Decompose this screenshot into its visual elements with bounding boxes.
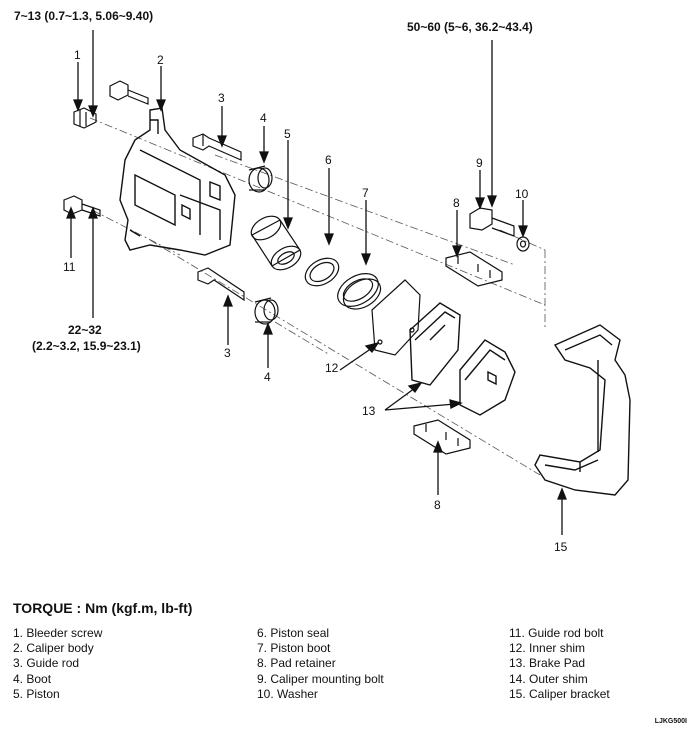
legend-item: 9. Caliper mounting bolt xyxy=(257,671,384,686)
guide-rod-lower xyxy=(197,267,245,302)
callout-10: 10 xyxy=(515,187,529,201)
piston xyxy=(250,215,302,271)
legend-item: 11. Guide rod bolt xyxy=(509,626,604,640)
torque-spec-guide-rod-bolt-nm: 22~32 xyxy=(68,323,102,337)
caliper-bolt-upper xyxy=(109,80,149,105)
washer xyxy=(516,236,530,252)
callout-8-lower: 8 xyxy=(434,498,441,512)
legend-item: 15. Caliper bracket xyxy=(509,686,610,701)
torque-spec-mounting-bolt: 50~60 (5~6, 36.2~43.4) xyxy=(407,20,533,34)
figure-code: LJKG500I xyxy=(654,718,687,725)
callout-4-lower: 4 xyxy=(264,370,271,384)
callout-4-upper: 4 xyxy=(260,111,267,125)
guide-rod-upper xyxy=(192,133,242,161)
torque-spec-guide-rod-bolt-units: (2.2~3.2, 15.9~23.1) xyxy=(32,339,141,353)
torque-units-title: TORQUE : Nm (kgf.m, lb-ft) xyxy=(13,600,193,616)
legend-item: 1. Bleeder screw xyxy=(13,626,103,640)
legend-item: 7. Piston boot xyxy=(257,641,331,656)
callout-3-upper: 3 xyxy=(218,91,225,105)
pad-retainer-upper xyxy=(445,251,503,287)
brake-pad-outer xyxy=(459,339,516,416)
caliper-mounting-bolt xyxy=(469,207,515,237)
callout-9: 9 xyxy=(476,156,483,170)
caliper-bracket xyxy=(534,324,631,496)
callout-arrows xyxy=(66,30,567,535)
legend-item: 5. Piston xyxy=(13,686,60,701)
boot-lower xyxy=(254,297,279,325)
legend-item: 13. Brake Pad xyxy=(509,656,586,671)
pad-retainer-lower xyxy=(413,419,471,455)
callout-2: 2 xyxy=(157,53,164,67)
callout-1: 1 xyxy=(74,48,81,62)
legend-column-2: 6. Piston seal 7. Piston boot 8. Pad ret… xyxy=(257,626,384,702)
legend-column-3: 11. Guide rod bolt 12. Inner shim 13. Br… xyxy=(509,626,610,702)
legend-item: 3. Guide rod xyxy=(13,656,80,671)
inner-shim xyxy=(371,279,421,356)
brake-caliper-exploded-diagram xyxy=(63,30,631,535)
legend-column-1: 1. Bleeder screw 2. Caliper body 3. Guid… xyxy=(13,626,102,702)
callout-12: 12 xyxy=(325,361,339,375)
bleeder-screw xyxy=(73,107,97,129)
torque-spec-bleeder: 7~13 (0.7~1.3, 5.06~9.40) xyxy=(14,9,154,23)
brake-pad-inner xyxy=(409,302,461,386)
piston-boot xyxy=(337,273,382,310)
legend-item: 8. Pad retainer xyxy=(257,656,336,671)
callout-7: 7 xyxy=(362,186,369,200)
callout-3-lower: 3 xyxy=(224,346,231,360)
legend-item: 2. Caliper body xyxy=(13,641,94,656)
legend-item: 4. Boot xyxy=(13,671,52,686)
callout-8-upper: 8 xyxy=(453,196,460,210)
piston-seal xyxy=(304,257,340,287)
callout-11: 11 xyxy=(63,260,76,274)
callout-15: 15 xyxy=(554,540,568,554)
callout-13: 13 xyxy=(362,404,376,418)
legend-item: 12. Inner shim xyxy=(509,641,586,656)
callout-5: 5 xyxy=(284,127,291,141)
boot-upper xyxy=(248,165,273,193)
callout-6: 6 xyxy=(325,153,332,167)
center-lines xyxy=(89,117,546,476)
guide-rod-bolt xyxy=(63,195,101,217)
legend-item: 14. Outer shim xyxy=(509,671,588,686)
legend-item: 6. Piston seal xyxy=(257,626,330,640)
caliper-body xyxy=(119,107,236,256)
legend-item: 10. Washer xyxy=(257,686,318,701)
